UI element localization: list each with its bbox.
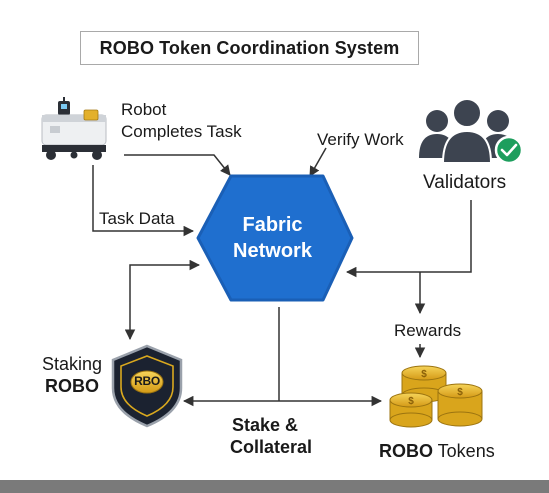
shield-rbo-text: RBO xyxy=(134,374,160,388)
arrow-fabric-staking xyxy=(124,259,201,341)
arrow-taskdata-to-fabric xyxy=(92,165,195,237)
bottom-bar xyxy=(0,480,549,493)
connectors xyxy=(92,147,472,407)
svg-text:$: $ xyxy=(457,387,463,398)
check-badge-icon xyxy=(494,135,524,165)
label-robo-tokens: ROBO Tokens xyxy=(379,441,495,462)
robo-tokens-bold: ROBO xyxy=(379,441,433,461)
robot-icon xyxy=(41,97,107,160)
fabric-network-hexagon xyxy=(196,174,354,302)
arrow-robot-to-fabric xyxy=(124,154,231,176)
shield-coin xyxy=(130,370,164,394)
label-stake: Stake & xyxy=(232,415,299,435)
arrow-verify-to-fabric xyxy=(309,147,327,177)
label-robot: Robot xyxy=(121,100,167,119)
svg-text:$: $ xyxy=(408,396,414,407)
label-staking: Staking xyxy=(42,354,103,374)
shield-icon xyxy=(111,344,183,428)
fabric-network-label: Fabric Network xyxy=(200,212,345,264)
coin-stack-right: $ xyxy=(437,383,483,427)
label-rewards: Rewards xyxy=(394,321,462,340)
label-collateral: Collateral xyxy=(230,437,313,457)
label-completes-task: Completes Task xyxy=(121,122,242,141)
svg-text:$: $ xyxy=(421,369,427,380)
robo-tokens-rest: Tokens xyxy=(433,441,495,461)
diagram-title: ROBO Token Coordination System xyxy=(80,31,419,65)
label-staking-robo: ROBO xyxy=(45,376,99,396)
label-validators: Validators xyxy=(423,172,507,193)
fabric-line-2: Network xyxy=(233,240,312,262)
coin-stack-left: $ xyxy=(389,392,433,428)
label-verify-work: Verify Work xyxy=(317,130,404,149)
fabric-line-1: Fabric xyxy=(242,214,303,236)
label-task-data: Task Data xyxy=(99,209,175,228)
arrow-validators-to-fabric xyxy=(345,200,472,278)
robo-tokens-icon: $ $ $ xyxy=(389,365,483,428)
